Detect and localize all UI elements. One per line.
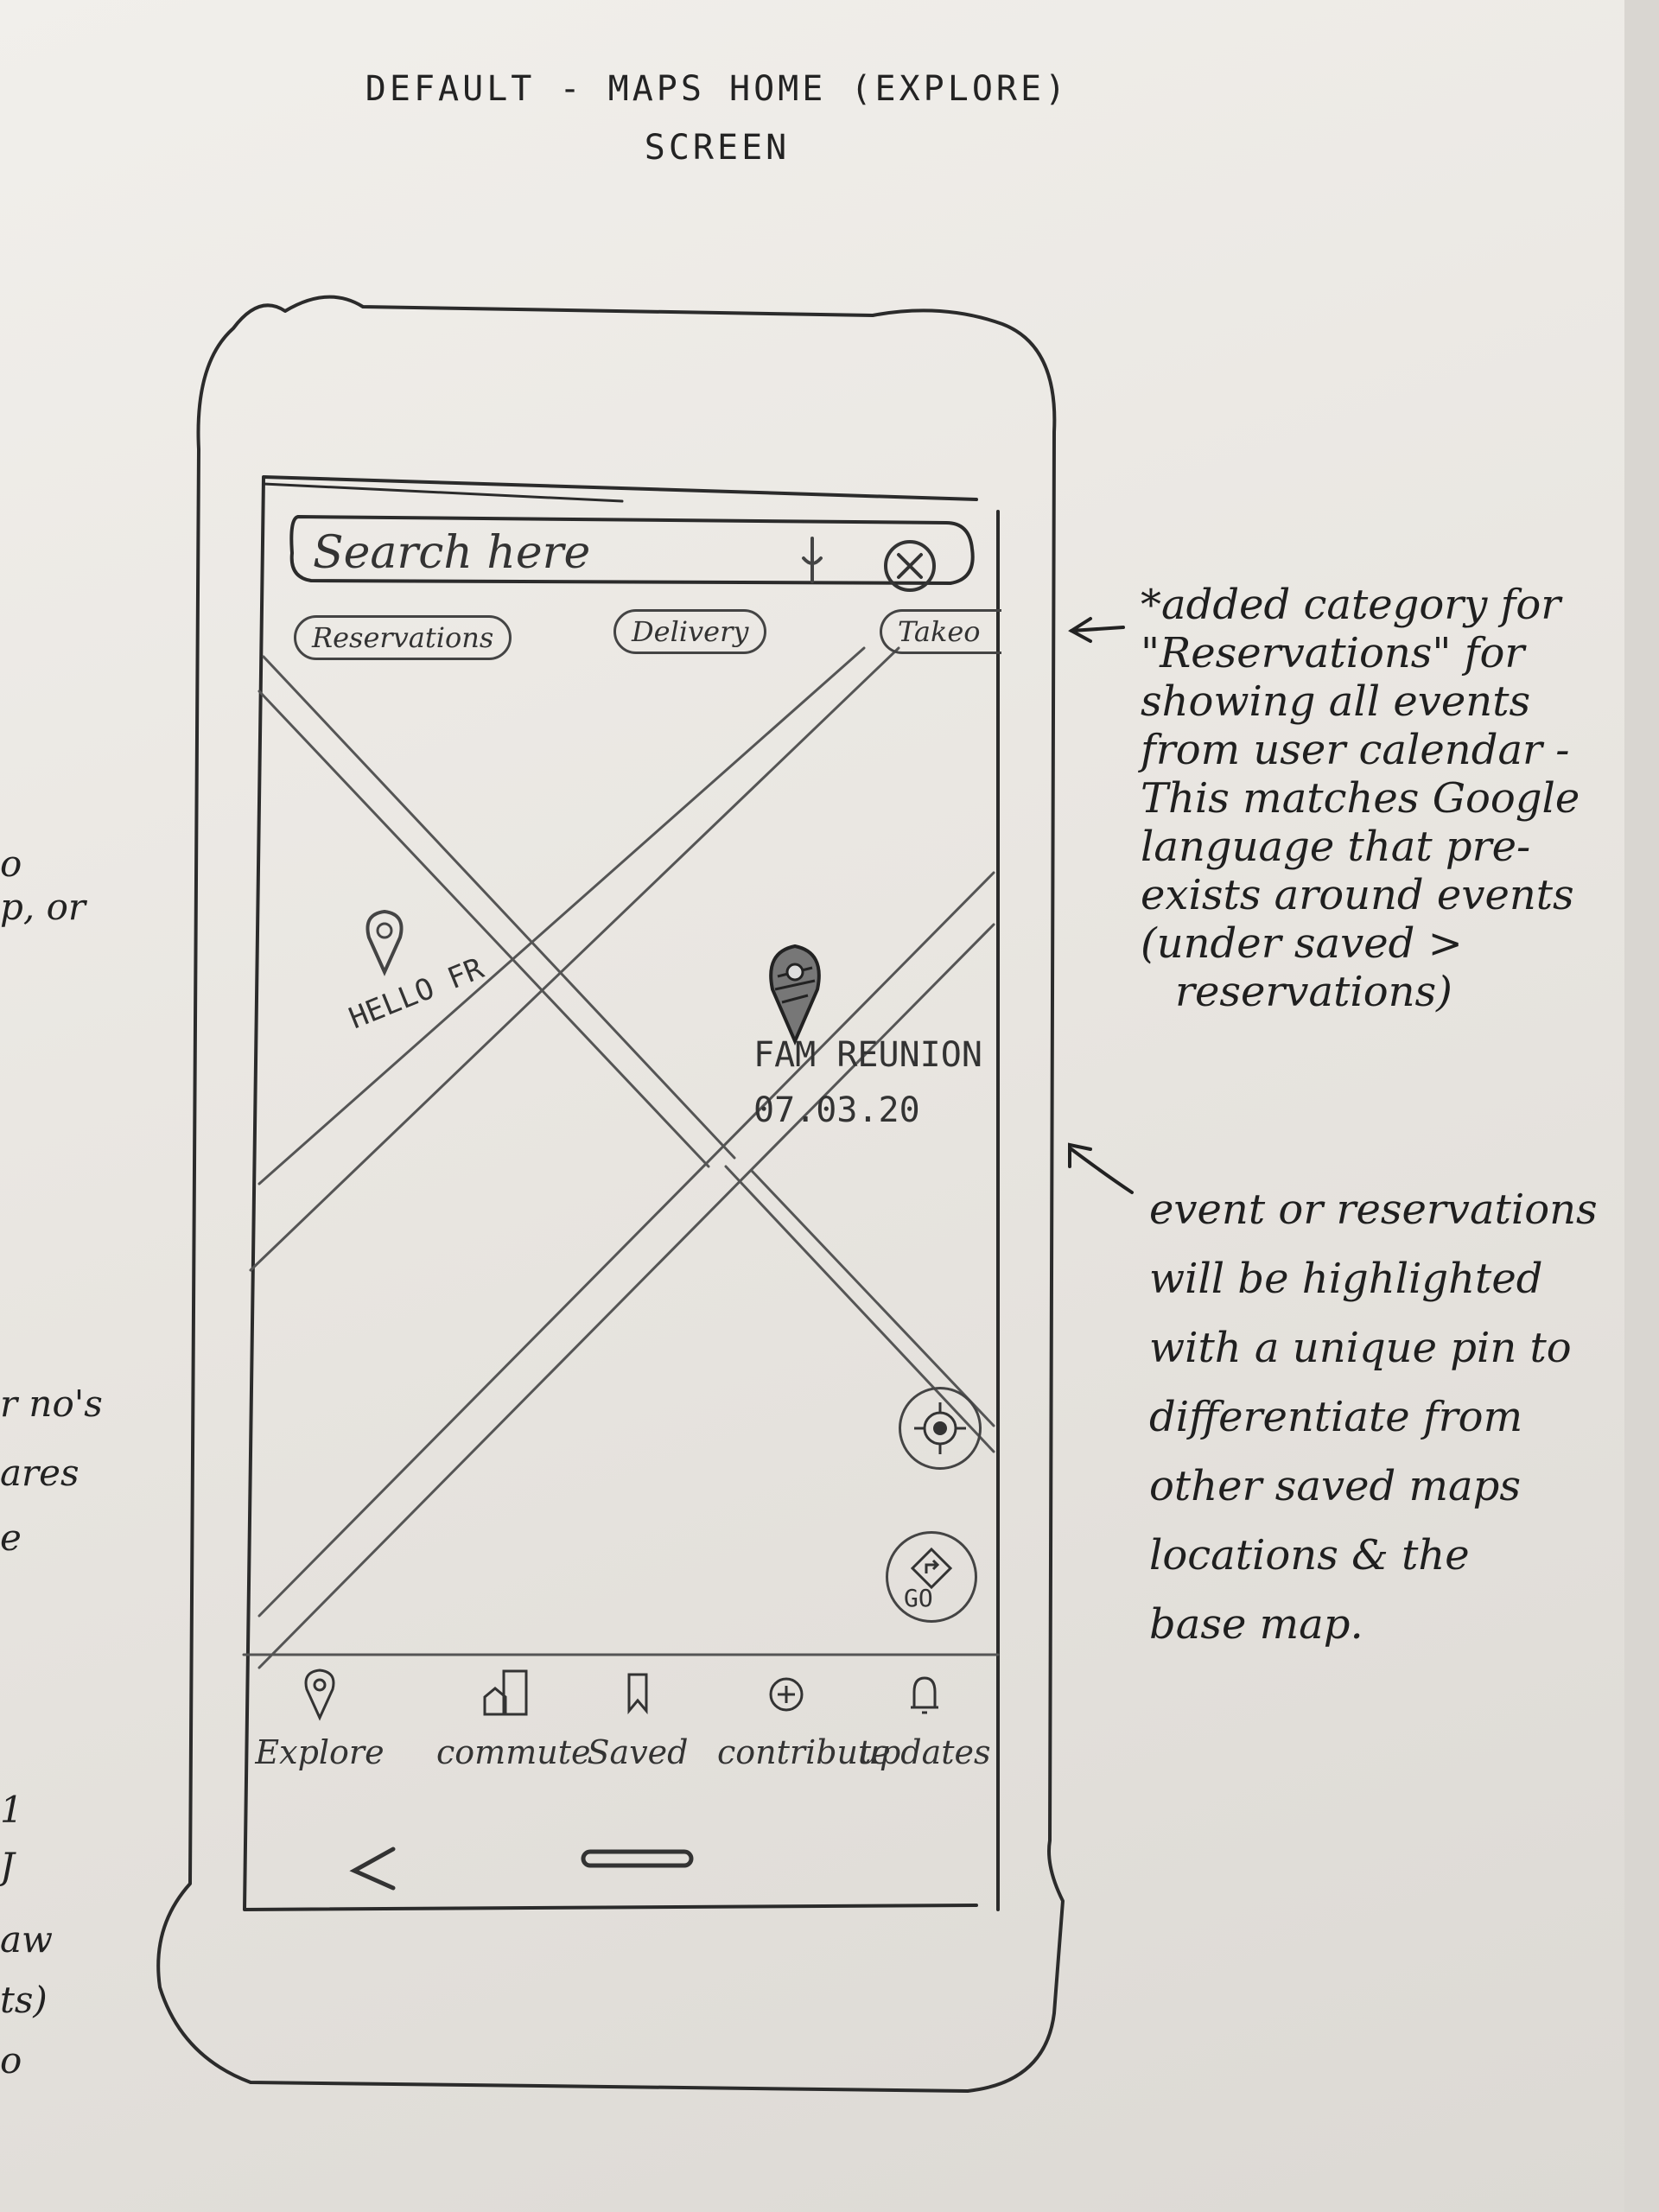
note1-line: This matches Google [1141,774,1580,823]
note1-line: from user calendar - [1141,726,1570,774]
note2-line: other saved maps [1149,1462,1521,1510]
microphone-icon[interactable] [795,534,830,586]
note1-line: showing all events [1141,677,1531,726]
my-location-icon [914,1402,966,1454]
my-location-button[interactable] [899,1387,982,1470]
note1-line: reservations) [1175,968,1452,1016]
nav-label-explore: Explore [255,1733,385,1771]
event-pin-icon[interactable] [765,942,825,1046]
note2-line: base map. [1149,1600,1363,1649]
plus-circle-icon [769,1677,804,1712]
sketch-title: DEFAULT - MAPS HOME (EXPLORE) [365,69,1070,109]
commute-icon [483,1669,528,1716]
edge-text: r no's [0,1382,103,1425]
nav-item-explore[interactable]: Explore [251,1668,389,1771]
sketch-subtitle: SCREEN [644,128,791,168]
note2-line: event or reservations [1149,1185,1598,1234]
chip-delivery[interactable]: Delivery [613,609,767,654]
chip-takeout[interactable]: Takeo [880,609,1001,654]
nav-label-updates: updates [858,1733,991,1771]
nav-label-saved: Saved [587,1733,689,1771]
nav-item-updates[interactable]: updates [855,1668,994,1771]
nav-item-contribute[interactable]: contribute [717,1668,891,1771]
directions-icon [910,1547,953,1590]
note1-line: language that pre- [1141,823,1531,871]
edge-text: p, or [0,886,86,928]
edge-text: o [0,842,22,885]
note2-line: locations & the [1149,1531,1470,1580]
pin-label-event-title: FAM REUNION [753,1035,982,1075]
phone-body-outline [156,295,1065,2093]
nav-item-commute[interactable]: commute [436,1668,591,1771]
map-roads [242,646,1000,1669]
annotation-reservations-note: *added category for "Reservations" for s… [1141,581,1580,1016]
search-input[interactable]: Search here [313,527,591,579]
edge-text: 1 [0,1789,23,1831]
note2-line: with a unique pin to [1149,1324,1572,1372]
paper-sheet [0,0,1624,2212]
back-chevron-icon [349,1847,396,1891]
bell-icon [911,1676,938,1714]
note2-line: differentiate from [1149,1393,1523,1441]
nav-label-contribute: contribute [717,1733,891,1771]
go-button[interactable]: GO [886,1531,977,1623]
go-label: GO [904,1584,933,1612]
home-pill-icon [581,1849,694,1868]
bookmark-icon [627,1673,648,1715]
screen-outline [243,475,1000,1911]
note1-line: exists around events [1141,871,1574,919]
note1-line: (under saved > [1141,919,1463,968]
chip-reservations[interactable]: Reservations [294,615,512,660]
note1-line: *added category for [1141,581,1561,629]
pin-label-event-date: 07.03.20 [753,1090,920,1130]
close-circle-icon[interactable] [880,536,940,596]
note2-line: will be highlighted [1149,1255,1543,1303]
annotation-arrows [1068,617,1134,1194]
pin-icon [304,1669,335,1721]
edge-text: o [0,2039,22,2082]
edge-text: J [0,1845,15,1887]
search-bar-outline [289,515,975,585]
annotation-unique-pin-note: event or reservations will be highlighte… [1149,1175,1598,1659]
edge-text: ares [0,1452,79,1494]
edge-text: aw [0,1918,53,1961]
edge-text: e [0,1516,22,1559]
edge-text: ts) [0,1979,48,2021]
nav-label-commute: commute [436,1733,591,1771]
note1-line: "Reservations" for [1141,629,1525,677]
nav-item-saved[interactable]: Saved [569,1668,707,1771]
map-pin-icon[interactable] [363,907,406,976]
